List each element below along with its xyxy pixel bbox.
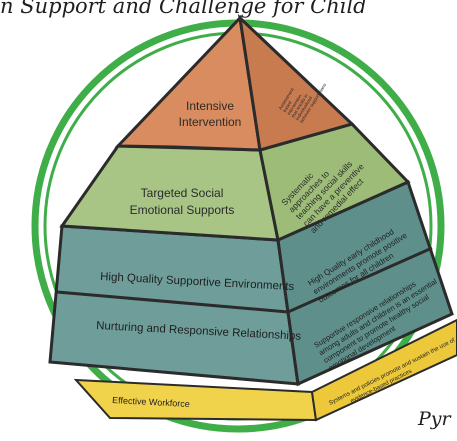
foundation-tier-side [310,318,457,422]
universal-divider-side [287,246,433,314]
top-caption: n Support and Challenge for Child [0,0,367,18]
universal-tier-front [48,224,300,386]
apex-label-line1: Intensive [186,99,234,113]
targeted-label-line1: Targeted Social [141,186,224,200]
apex-tier-side [237,13,355,152]
apex-side-line: based [282,100,293,113]
apex-label-line2: Intervention [179,115,242,129]
bottom-caption: Pyr [418,408,451,430]
targeted-label-line2: Emotional Supports [130,203,235,217]
universal-divider-front [56,290,289,314]
foundation-label: Effective Workforce [112,395,190,409]
